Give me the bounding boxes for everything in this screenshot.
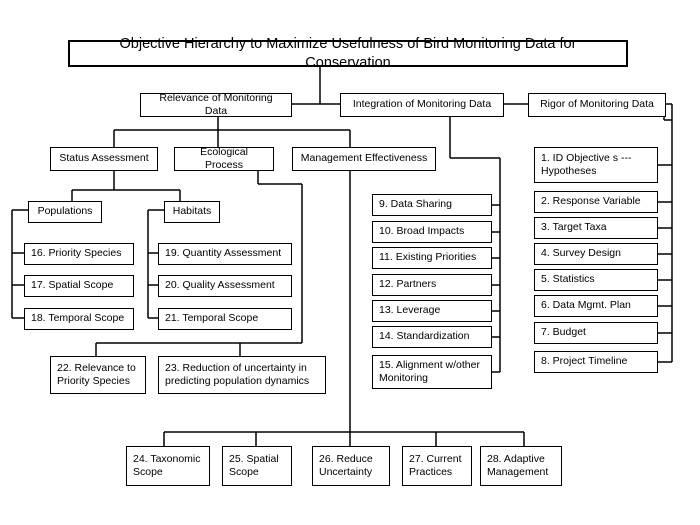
objective-19-node: 19. Quantity Assessment	[158, 243, 292, 265]
objective-3-node: 3. Target Taxa	[534, 217, 658, 239]
objective-6-node: 6. Data Mgmt. Plan	[534, 295, 658, 317]
objective-7-node: 7. Budget	[534, 322, 658, 344]
objective-11-node: 11. Existing Priorities	[372, 247, 492, 269]
objective-20-node: 20. Quality Assessment	[158, 275, 292, 297]
status-assessment-node: Status Assessment	[50, 147, 158, 171]
diagram-title: Objective Hierarchy to Maximize Usefulne…	[68, 36, 628, 71]
habitats-node: Habitats	[164, 201, 220, 223]
objective-9-node: 9. Data Sharing	[372, 194, 492, 216]
objective-16-node: 16. Priority Species	[24, 243, 134, 265]
management-effectiveness-node: Management Effectiveness	[292, 147, 436, 171]
rigor-of-monitoring-data-node: Rigor of Monitoring Data	[528, 93, 666, 117]
objective-18-node: 18. Temporal Scope	[24, 308, 134, 330]
objective-17-node: 17. Spatial Scope	[24, 275, 134, 297]
objective-1-node: 1. ID Objective s --- Hypotheses	[534, 147, 658, 183]
populations-node: Populations	[28, 201, 102, 223]
objective-24-node: 24. Taxonomic Scope	[126, 446, 210, 486]
objective-27-node: 27. Current Practices	[402, 446, 472, 486]
objective-5-node: 5. Statistics	[534, 269, 658, 291]
objective-21-node: 21. Temporal Scope	[158, 308, 292, 330]
objective-15-node: 15. Alignment w/other Monitoring	[372, 355, 492, 389]
integration-of-monitoring-data-node: Integration of Monitoring Data	[340, 93, 504, 117]
objective-22-node: 22. Relevance to Priority Species	[50, 356, 146, 394]
objective-23-node: 23. Reduction of uncertainty in predicti…	[158, 356, 326, 394]
objective-4-node: 4. Survey Design	[534, 243, 658, 265]
objective-12-node: 12. Partners	[372, 274, 492, 296]
objective-2-node: 2. Response Variable	[534, 191, 658, 213]
objective-26-node: 26. Reduce Uncertainty	[312, 446, 390, 486]
relevance-of-monitoring-data-node: Relevance of Monitoring Data	[140, 92, 292, 117]
objective-13-node: 13. Leverage	[372, 300, 492, 322]
objective-10-node: 10. Broad Impacts	[372, 221, 492, 243]
objective-14-node: 14. Standardization	[372, 326, 492, 348]
ecological-process-node: Ecological Process	[174, 146, 274, 171]
objective-8-node: 8. Project Timeline	[534, 351, 658, 373]
objective-28-node: 28. Adaptive Management	[480, 446, 562, 486]
objective-25-node: 25. Spatial Scope	[222, 446, 292, 486]
